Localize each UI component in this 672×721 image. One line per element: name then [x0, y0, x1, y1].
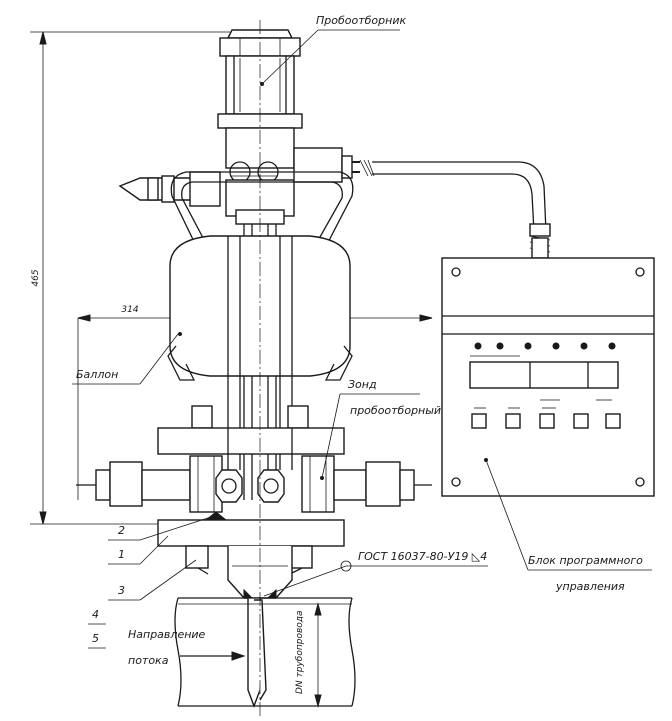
probe-label-line2: пробоотборный — [350, 404, 441, 417]
label-gost: ГОСТ 16037-80-У19 ◺4 — [263, 550, 488, 597]
sampler-hose — [341, 155, 551, 259]
flow-arrow-icon — [180, 651, 246, 661]
callout-2: 2 — [118, 524, 125, 537]
flow-label-line1: Направление — [128, 628, 206, 641]
upper-flange — [157, 405, 345, 455]
balloon-label: Баллон — [76, 368, 118, 381]
callout-5: 5 — [92, 632, 99, 645]
callout-1: 1 — [118, 548, 125, 561]
label-flow: Направление потока — [128, 628, 206, 667]
label-sampler: Пробоотборник — [260, 14, 406, 86]
height-dimension-value: 465 — [31, 269, 41, 286]
label-probe: Зонд пробоотборный — [320, 378, 441, 480]
sampler-label: Пробоотборник — [316, 14, 406, 27]
height-dimension: 465 — [30, 31, 230, 525]
label-balloon: Баллон — [72, 333, 179, 385]
pipeline — [174, 597, 356, 708]
callouts: 2 1 3 4 5 — [88, 515, 215, 649]
pipe-dn-label: DN трубопровода — [295, 610, 305, 694]
sampler-nozzle — [118, 171, 221, 207]
width-dimension-value: 314 — [121, 305, 138, 315]
label-control-unit: Блок программного управления — [485, 459, 652, 593]
probe-label-line1: Зонд — [348, 378, 377, 391]
lower-flange — [157, 511, 345, 575]
flow-label-line2: потока — [128, 654, 169, 667]
control-unit — [441, 257, 655, 497]
manifold — [76, 455, 432, 513]
control-unit-label-line1: Блок программного — [528, 554, 643, 567]
gost-label: ГОСТ 16037-80-У19 ◺4 — [358, 550, 487, 563]
sampler-cylinder — [217, 29, 343, 217]
callout-4: 4 — [92, 608, 99, 621]
control-unit-label-line2: управления — [555, 580, 625, 593]
callout-3: 3 — [118, 584, 125, 597]
weld-symbol-icon — [340, 560, 352, 572]
